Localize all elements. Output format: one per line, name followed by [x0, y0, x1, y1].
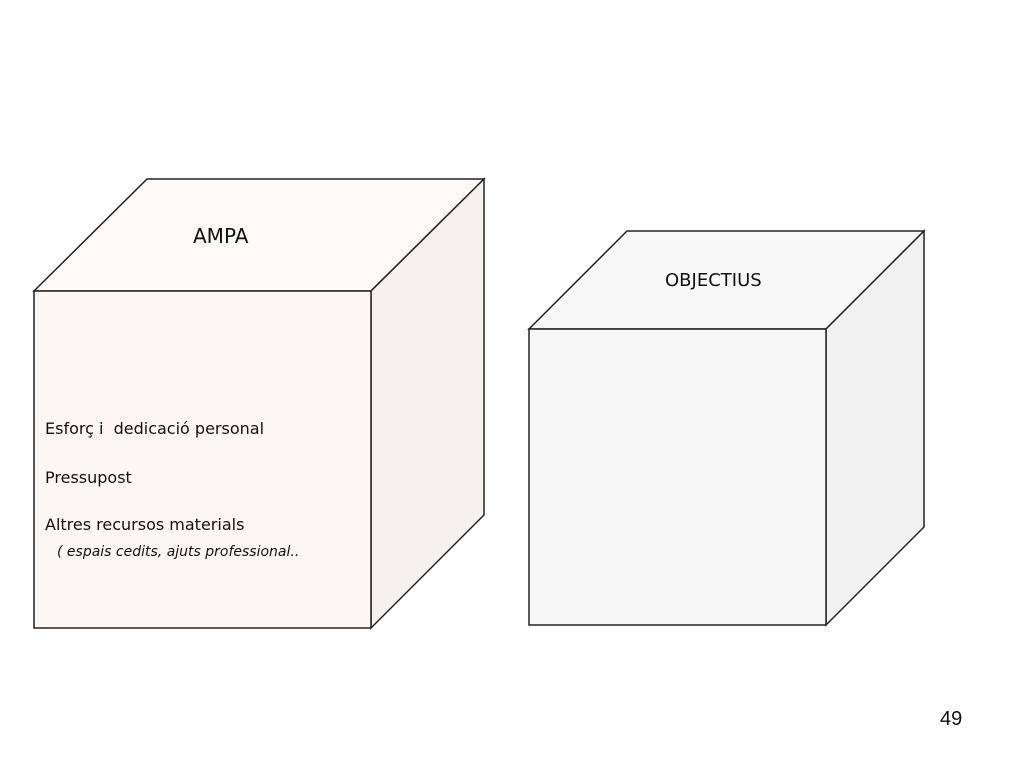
cube-objectius-label: OBJECTIUS [665, 270, 762, 291]
cube-ampa-item-effort: Esforç i dedicació personal [45, 419, 264, 438]
cube-objectius: OBJECTIUS [527, 229, 926, 627]
cube-ampa-item-budget: Pressupost [45, 468, 132, 487]
cube-ampa-item-resources: Altres recursos materials [45, 515, 244, 534]
cube-objectius-front-face [528, 328, 827, 626]
cube-ampa-note: ( espais cedits, ajuts professional.. [57, 544, 299, 560]
cube-ampa-label: AMPA [193, 224, 249, 248]
page-number: 49 [940, 708, 962, 730]
cube-ampa: AMPA Esforç i dedicació personal Pressup… [32, 177, 486, 630]
cube-ampa-front-face [33, 290, 372, 629]
